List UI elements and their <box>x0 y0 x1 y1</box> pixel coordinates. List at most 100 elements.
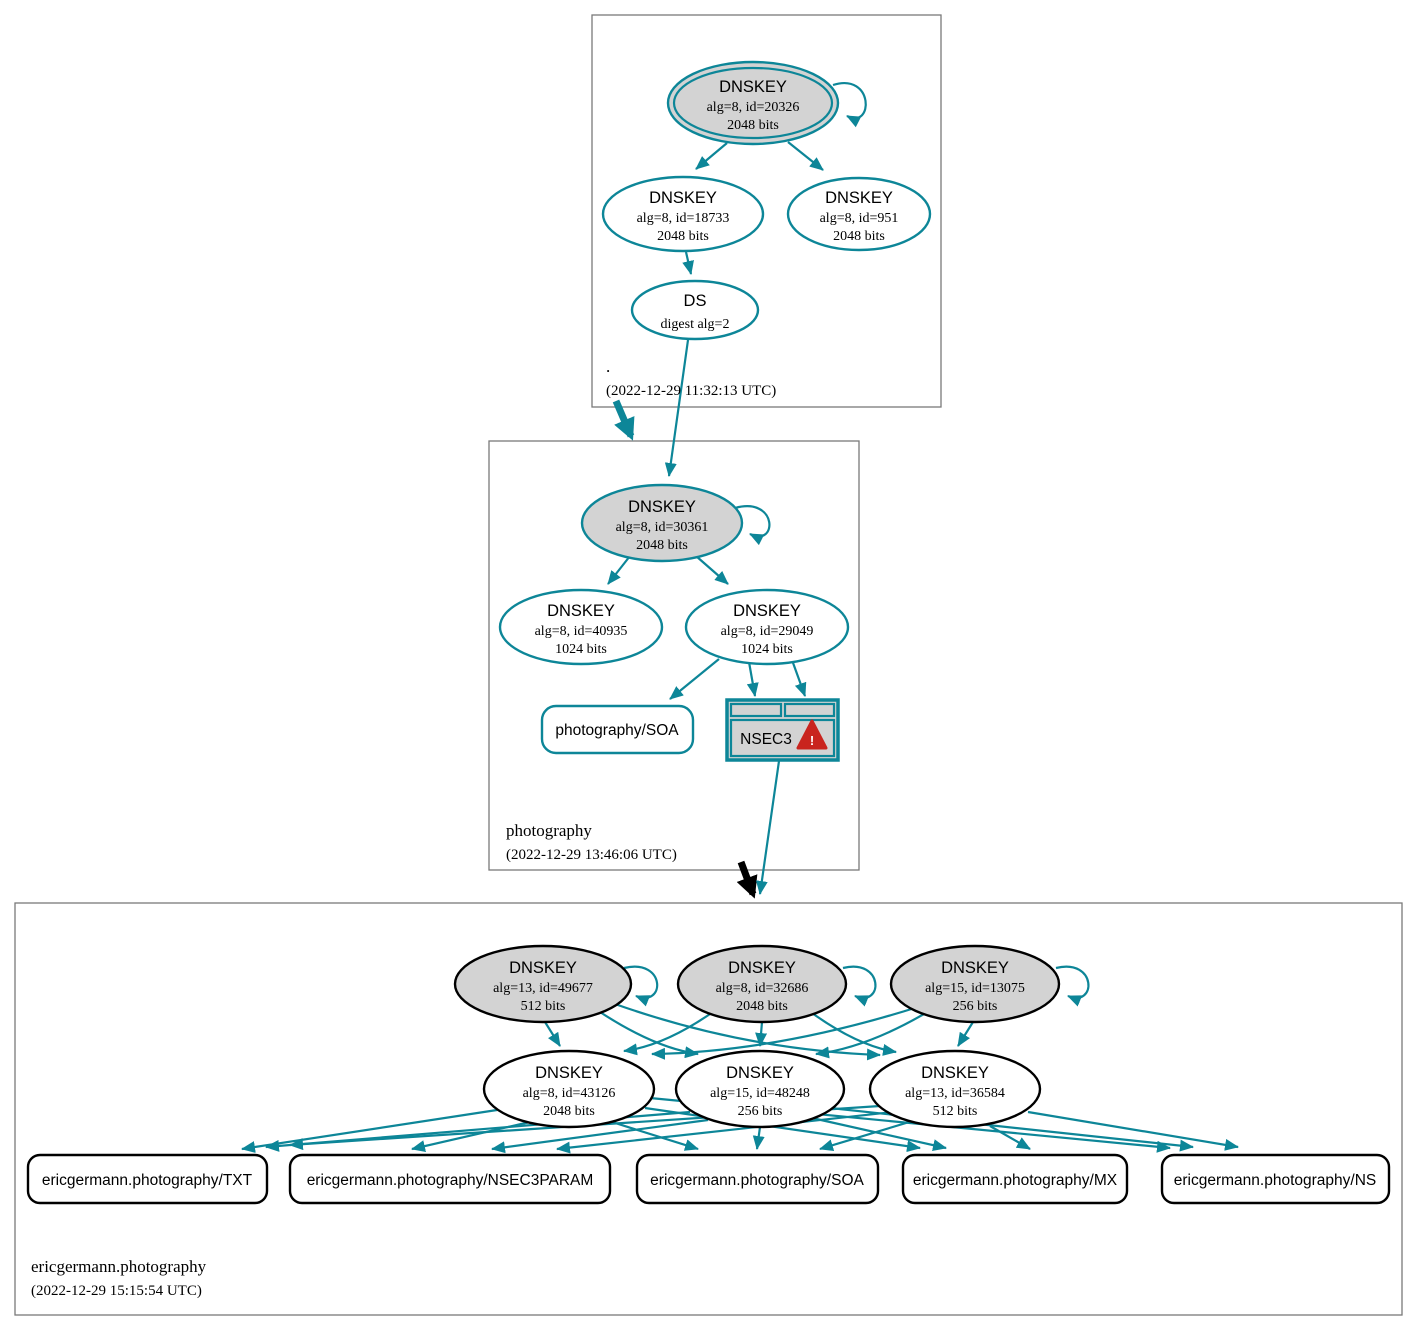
rrset-txt-rect <box>26 1153 269 1205</box>
node-dnskey-49677[interactable]: DNSKEY alg=13, id=49677 512 bits <box>453 944 633 1024</box>
dnskey-29049-title: DNSKEY <box>733 602 801 620</box>
edge-dnskey-30361-to-40935 <box>607 555 631 585</box>
dnskey-951-title: DNSKEY <box>825 189 893 207</box>
zone-timestamp-root: (2022-12-29 11:32:13 UTC) <box>606 383 776 399</box>
dnskey-49677-title: DNSKEY <box>509 959 577 977</box>
rrset-mx-label: ericgermann.photography/MX <box>913 1172 1118 1189</box>
edge-selfsign-dnskey-30361 <box>734 505 771 546</box>
edge-36584-to-soa <box>819 1118 917 1151</box>
node-nsec3[interactable]: NSEC3 ! <box>725 698 840 762</box>
node-dnskey-951[interactable]: DNSKEY alg=8, id=951 2048 bits <box>786 176 932 252</box>
edge-32686-to-43126 <box>623 1013 711 1056</box>
node-dnskey-20326[interactable]: DNSKEY alg=8, id=20326 2048 bits <box>666 60 840 146</box>
dnskey-49677-ellipse <box>453 944 633 1024</box>
dnskey-32686-title: DNSKEY <box>728 959 796 977</box>
dnskey-13075-ellipse <box>889 944 1061 1024</box>
dnskey-32686-bits: 2048 bits <box>736 999 788 1014</box>
edge-36584-to-ns <box>1027 1110 1239 1151</box>
dnskey-40935-alg: alg=8, id=40935 <box>535 624 628 639</box>
edge-dnskey-29049-to-nsec3-a <box>746 661 759 697</box>
node-rrset-mx[interactable]: ericgermann.photography/MX <box>901 1153 1129 1205</box>
delegation-arrow-photography-to-ericgermann <box>736 860 758 899</box>
nsec3-header-cell-a <box>729 702 783 718</box>
node-dnskey-13075[interactable]: DNSKEY alg=15, id=13075 256 bits <box>889 944 1061 1024</box>
zone-timestamp-ericgermann: (2022-12-29 15:15:54 UTC) <box>31 1283 202 1299</box>
dnskey-36584-title: DNSKEY <box>921 1064 989 1082</box>
ds-ellipse <box>630 279 760 341</box>
ds-title: DS <box>684 292 707 310</box>
rrset-soa-label: ericgermann.photography/SOA <box>650 1172 864 1189</box>
dnskey-49677-alg: alg=13, id=49677 <box>493 981 593 996</box>
dnskey-18733-title: DNSKEY <box>649 189 717 207</box>
dnskey-48248-title: DNSKEY <box>726 1064 794 1082</box>
rrset-nsec3param-label: ericgermann.photography/NSEC3PARAM <box>307 1172 594 1189</box>
dnskey-30361-ellipse <box>580 483 744 563</box>
edge-43126-to-soa <box>611 1120 699 1151</box>
edge-49677-to-36584 <box>614 1002 881 1061</box>
zone-name-photography: photography <box>506 821 592 840</box>
dnskey-20326-ellipse-inner <box>672 66 834 140</box>
dnskey-32686-ellipse <box>676 944 848 1024</box>
edge-32686-to-48248 <box>755 1021 768 1047</box>
node-rrset-ns[interactable]: ericgermann.photography/NS <box>1160 1153 1391 1205</box>
dnskey-36584-alg: alg=13, id=36584 <box>905 1086 1005 1101</box>
dnskey-951-ellipse <box>786 176 932 252</box>
edge-43126-to-mx <box>644 1106 921 1153</box>
dnskey-30361-alg: alg=8, id=30361 <box>616 520 709 535</box>
dnskey-40935-ellipse <box>498 588 664 666</box>
dnskey-48248-ellipse <box>674 1049 846 1129</box>
node-rrset-txt[interactable]: ericgermann.photography/TXT <box>26 1153 269 1205</box>
dnskey-30361-bits: 2048 bits <box>636 538 688 553</box>
edge-dnskey-29049-to-nsec3-b <box>790 659 807 697</box>
edge-selfsign-dnskey-32686 <box>842 965 877 1007</box>
rrset-soa-rect <box>635 1153 880 1205</box>
node-dnskey-40935[interactable]: DNSKEY alg=8, id=40935 1024 bits <box>498 588 664 666</box>
edge-43126-to-txt <box>241 1108 498 1153</box>
zone-timestamp-photography: (2022-12-29 13:46:06 UTC) <box>506 847 677 863</box>
warning-exclamation: ! <box>810 733 814 748</box>
node-dnskey-36584[interactable]: DNSKEY alg=13, id=36584 512 bits <box>868 1049 1042 1129</box>
edge-32686-to-36584 <box>811 1012 897 1056</box>
dnskey-29049-ellipse <box>684 588 850 666</box>
edge-48248-to-mx <box>811 1116 947 1152</box>
dnskey-30361-title: DNSKEY <box>628 498 696 516</box>
node-dnskey-43126[interactable]: DNSKEY alg=8, id=43126 2048 bits <box>482 1049 656 1129</box>
dnskey-43126-alg: alg=8, id=43126 <box>523 1086 616 1101</box>
dnskey-40935-title: DNSKEY <box>547 602 615 620</box>
node-dnskey-18733[interactable]: DNSKEY alg=8, id=18733 2048 bits <box>601 175 765 253</box>
edge-dnskey-29049-to-soa <box>669 658 720 700</box>
dnskey-951-bits: 2048 bits <box>833 229 885 244</box>
dnskey-20326-alg: alg=8, id=20326 <box>707 100 800 115</box>
dnskey-32686-alg: alg=8, id=32686 <box>716 981 809 996</box>
dnskey-43126-bits: 2048 bits <box>543 1104 595 1119</box>
node-dnskey-30361[interactable]: DNSKEY alg=8, id=30361 2048 bits <box>580 483 744 563</box>
edge-49677-to-43126 <box>544 1021 561 1047</box>
node-rrset-nsec3param[interactable]: ericgermann.photography/NSEC3PARAM <box>288 1153 612 1205</box>
dnskey-29049-alg: alg=8, id=29049 <box>721 624 814 639</box>
zone-name-root: . <box>606 357 610 376</box>
node-ds[interactable]: DS digest alg=2 <box>630 279 760 341</box>
rrset-txt-label: ericgermann.photography/TXT <box>42 1172 253 1189</box>
dnskey-18733-ellipse <box>601 175 765 253</box>
dnskey-36584-bits: 512 bits <box>933 1104 978 1119</box>
edge-13075-to-36584 <box>957 1021 974 1047</box>
rrset-nsec3param-rect <box>288 1153 612 1205</box>
dnskey-18733-bits: 2048 bits <box>657 229 709 244</box>
edge-selfsign-dnskey-20326 <box>832 82 867 128</box>
edge-ds-to-dnskey-30361 <box>664 339 690 477</box>
node-dnskey-29049[interactable]: DNSKEY alg=8, id=29049 1024 bits <box>684 588 850 666</box>
photography-soa-label: photography/SOA <box>555 722 679 739</box>
edge-nsec3-to-delegation <box>755 760 781 895</box>
edge-dnskey-20326-to-18733 <box>695 142 728 170</box>
node-rrset-soa[interactable]: ericgermann.photography/SOA <box>635 1153 880 1205</box>
edge-selfsign-dnskey-13075 <box>1055 965 1090 1007</box>
node-dnskey-48248[interactable]: DNSKEY alg=15, id=48248 256 bits <box>674 1049 846 1129</box>
dnskey-49677-bits: 512 bits <box>521 999 566 1014</box>
dnskey-48248-alg: alg=15, id=48248 <box>710 1086 810 1101</box>
dnskey-48248-bits: 256 bits <box>738 1104 783 1119</box>
node-rrset-photography-soa[interactable]: photography/SOA <box>540 704 695 755</box>
dnskey-20326-ellipse-outer <box>666 60 840 146</box>
photography-soa-rect <box>540 704 695 755</box>
node-dnskey-32686[interactable]: DNSKEY alg=8, id=32686 2048 bits <box>676 944 848 1024</box>
